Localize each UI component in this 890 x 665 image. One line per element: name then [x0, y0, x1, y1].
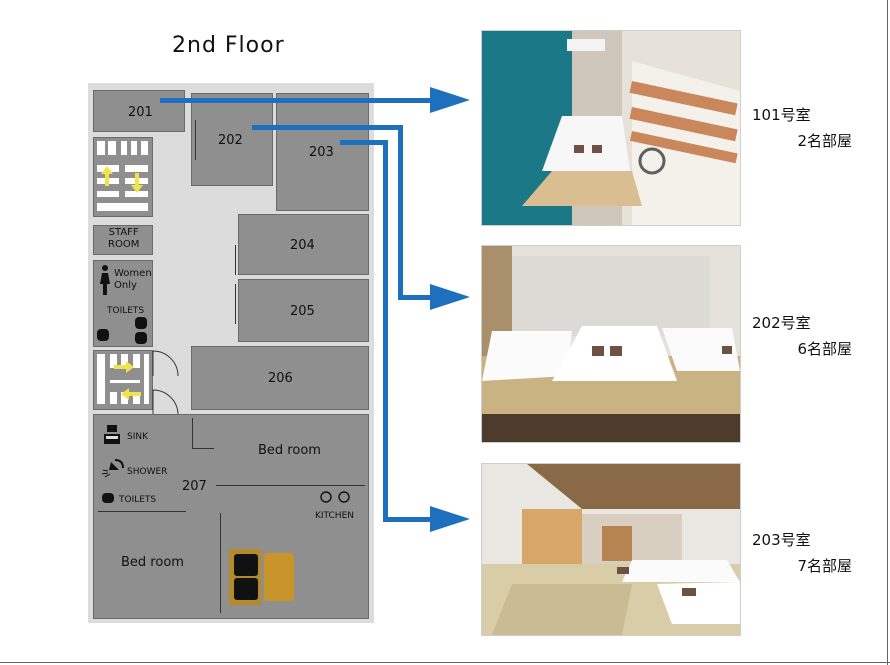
- woman-icon: [100, 265, 110, 295]
- room-202-name: 202号室: [752, 314, 811, 332]
- room-101-capacity: 2名部屋: [797, 132, 852, 150]
- sofa-icon: [229, 549, 294, 605]
- toilet-icon: [97, 329, 109, 341]
- caption-room-202: 202号室 6名部屋: [752, 310, 852, 362]
- stair-down-arrow-icon: [131, 173, 143, 193]
- room-201: [93, 90, 185, 132]
- room-202-label: 202: [218, 133, 243, 148]
- room-203-capacity: 7名部屋: [797, 557, 852, 575]
- door-swing: [152, 350, 179, 417]
- stove-icon: [320, 491, 350, 503]
- photo-room-101: [481, 30, 741, 226]
- stair-left-arrow-icon: [121, 388, 141, 400]
- kitchen-label: KITCHEN: [315, 511, 354, 521]
- frame-bottom: [0, 662, 890, 663]
- room-205-label: 205: [290, 304, 315, 319]
- caption-room-203: 203号室 7名部屋: [752, 527, 852, 579]
- room-202: [191, 93, 273, 186]
- sink-label: SINK: [127, 432, 149, 442]
- photo-room-202: [481, 245, 741, 443]
- room-203-label: 203: [309, 145, 334, 160]
- toilet-icon: [135, 332, 147, 344]
- shower-label: SHOWER: [127, 467, 168, 477]
- staff-room: [93, 225, 153, 255]
- women-toilets-label: TOILETS: [107, 306, 145, 316]
- shower-icon: [101, 459, 124, 478]
- room-204-label: 204: [290, 238, 315, 253]
- room-204: [238, 214, 369, 275]
- caption-room-101: 101号室 2名部屋: [752, 102, 852, 154]
- frame-right: [887, 0, 888, 665]
- floor-title: 2nd Floor: [172, 33, 285, 58]
- bedroom-lower-label: Bed room: [121, 555, 184, 570]
- room-101-name: 101号室: [752, 106, 811, 124]
- toilet-icon: [102, 493, 114, 503]
- room-201-label: 201: [128, 105, 153, 120]
- room-203: [276, 93, 369, 211]
- toilet-icon: [135, 317, 147, 329]
- room-202-capacity: 6名部屋: [797, 340, 852, 358]
- room-206: [191, 346, 369, 410]
- photo-room-203: [481, 463, 741, 636]
- room-203-name: 203号室: [752, 531, 811, 549]
- room-206-label: 206: [268, 371, 293, 386]
- bedroom-upper-label: Bed room: [258, 443, 321, 458]
- room-207-label: 207: [182, 479, 207, 494]
- stair-right-arrow-icon: [114, 361, 134, 373]
- room-205: [238, 279, 369, 342]
- toilets-207-label: TOILETS: [119, 495, 157, 505]
- stair-up-arrow-icon: [101, 166, 113, 186]
- sink-icon: [104, 425, 120, 444]
- women-only-label: Women Only: [114, 268, 152, 291]
- staff-room-label: STAFF ROOM: [108, 227, 140, 250]
